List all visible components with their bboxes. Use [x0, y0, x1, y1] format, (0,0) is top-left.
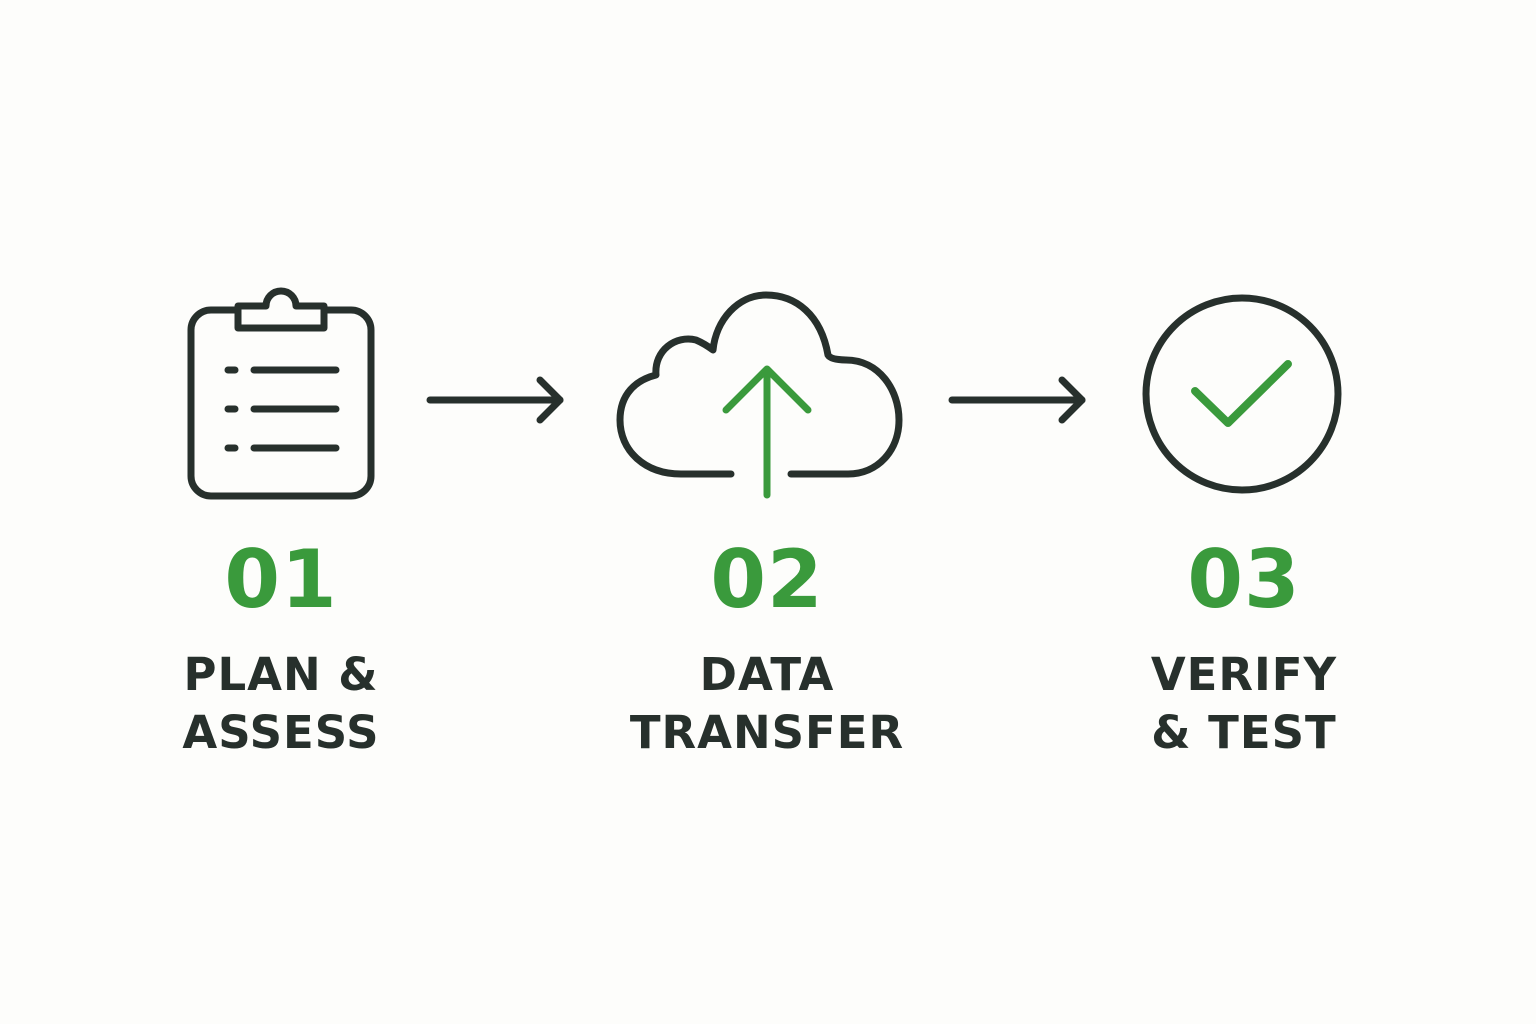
- clipboard-icon: [187, 287, 375, 500]
- step-2: 02 DATA TRANSFER: [607, 0, 927, 1024]
- step-title-line: PLAN &: [183, 648, 379, 701]
- step-number: 02: [710, 533, 824, 626]
- step-title-line: VERIFY: [1150, 648, 1338, 701]
- step-1: 01 PLAN & ASSESS: [121, 0, 441, 1024]
- step-title: PLAN & ASSESS: [121, 646, 441, 762]
- step-title-line: & TEST: [1151, 706, 1337, 759]
- arrow-right-icon: [948, 376, 1086, 424]
- check-circle-icon: [1142, 294, 1342, 494]
- cloud-upload-icon: [616, 291, 903, 499]
- step-title-line: TRANSFER: [629, 706, 905, 759]
- step-number: 01: [224, 533, 338, 626]
- arrow-right-icon: [426, 376, 564, 424]
- step-number: 03: [1187, 533, 1301, 626]
- step-title-line: ASSESS: [182, 706, 380, 759]
- step-title: DATA TRANSFER: [607, 646, 927, 762]
- step-title: VERIFY & TEST: [1084, 646, 1404, 762]
- step-3: 03 VERIFY & TEST: [1084, 0, 1404, 1024]
- step-title-line: DATA: [699, 648, 835, 701]
